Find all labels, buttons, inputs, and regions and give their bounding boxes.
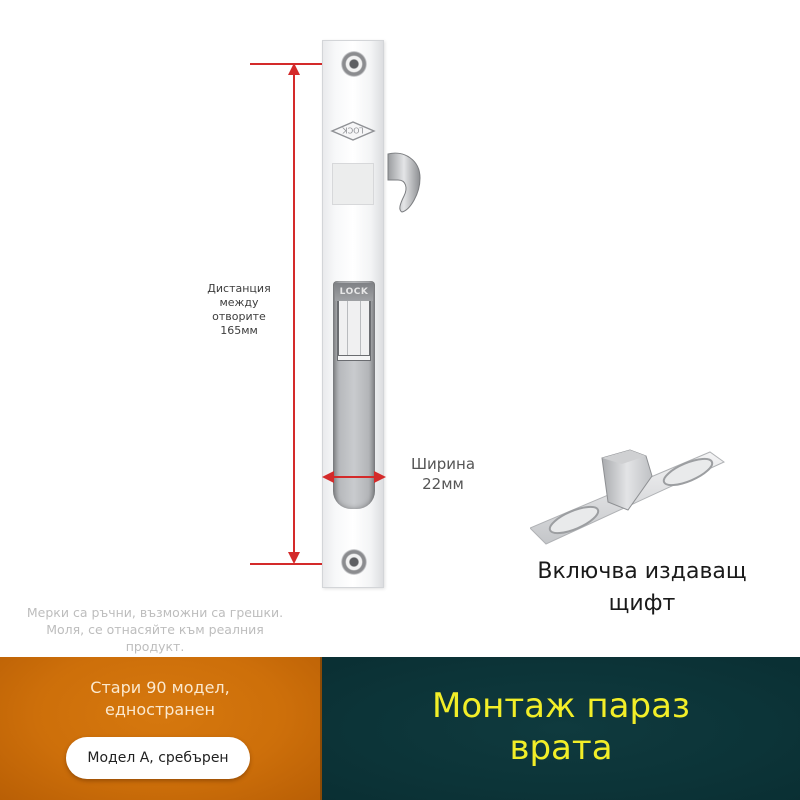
dimension-line-top (250, 63, 358, 65)
slider-head-bar (337, 355, 371, 361)
screw-hole-bottom-icon (341, 549, 367, 575)
model-variant-title-line-1: Стари 90 модел, (90, 678, 230, 697)
arrow-down-icon (288, 552, 300, 564)
lock-logo-icon: LOCK (330, 121, 376, 141)
arrow-up-icon (288, 63, 300, 75)
model-select-button[interactable]: Модел A, сребърен (66, 737, 250, 779)
disclaimer-line-1: Мерки са ръчни, възможни са грешки. (26, 605, 284, 620)
striker-caption-line-1: Включва издаващ (537, 559, 747, 584)
disclaimer-line-2: Моля, се отнасяйте към реалния (46, 622, 264, 637)
product-image-area: Дистанция между отворите 165мм LOCK LOCK (0, 40, 784, 655)
striker-plate-icon (530, 449, 725, 545)
installation-title-line-1: Монтаж параз (431, 686, 690, 726)
installation-title: Монтаж параз врата (322, 685, 800, 769)
model-variant-panel: Стари 90 модел, едностранен Модел A, сре… (0, 657, 320, 800)
arrow-left-icon (322, 471, 334, 483)
dimension-line-bottom (250, 563, 358, 565)
lock-body-plate: LOCK LOCK (322, 40, 384, 588)
striker-caption: Включва издаващ щифт (500, 556, 784, 620)
width-dimension-line (332, 476, 376, 478)
hole-distance-line-2: между (219, 296, 259, 309)
dimension-line-vertical (293, 74, 295, 556)
striker-caption-line-2: щифт (608, 591, 676, 616)
model-variant-title: Стари 90 модел, едностранен (0, 677, 320, 721)
hook-latch-icon (387, 152, 421, 213)
installation-panel: Монтаж параз врата (320, 657, 800, 800)
slider-stripe (347, 301, 348, 355)
slider-lock-label: LOCK (335, 283, 373, 301)
installation-title-line-2: врата (509, 728, 613, 768)
model-variant-title-line-2: едностранен (105, 700, 215, 719)
hole-distance-label: Дистанция между отворите 165мм (196, 282, 282, 338)
width-value: 22мм (422, 475, 464, 493)
lock-window (332, 163, 374, 205)
svg-text:LOCK: LOCK (342, 126, 364, 135)
disclaimer-line-3: продукт. (125, 639, 185, 654)
hole-distance-line-1: Дистанция (207, 282, 271, 295)
width-label-line-1: Ширина (410, 455, 476, 473)
hole-distance-line-3: отворите (212, 310, 266, 323)
arrow-right-icon (374, 471, 386, 483)
width-label: Ширина 22мм (396, 454, 490, 494)
slider-stripe (360, 301, 361, 355)
measurement-disclaimer: Мерки са ръчни, възможни са грешки. Моля… (0, 604, 310, 655)
hole-distance-value: 165мм (220, 324, 258, 337)
screw-hole-top-icon (341, 51, 367, 77)
